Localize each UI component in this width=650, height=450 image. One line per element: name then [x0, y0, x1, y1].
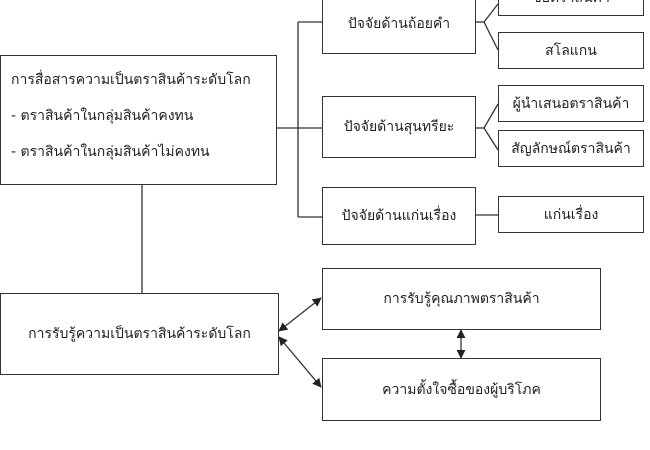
slogan-label: สโลแกน: [545, 42, 597, 59]
arrow-perception-intention: [278, 336, 322, 388]
brand-quality-perception-box: การรับรู้คุณภาพตราสินค้า: [322, 268, 601, 330]
brand-presenter-box: ผู้นำเสนอตราสินค้า: [498, 85, 644, 122]
wording-factor-label: ปัจจัยด้านถ้อยคำ: [347, 16, 451, 32]
brand-presenter-label: ผู้นำเสนอตราสินค้า: [512, 95, 630, 112]
connector-aesthetics-down: [483, 127, 499, 151]
core-factor-box: ปัจจัยด้านแก่นเรื่อง: [322, 187, 476, 245]
nondurable-goods-item: - ตราสินค้าในกลุ่มสินค้าไม่คงทน: [11, 144, 210, 160]
global-brand-perception-box: การรับรู้ความเป็นตราสินค้าระดับโลก: [0, 293, 279, 375]
slogan-box: สโลแกน: [498, 32, 644, 69]
durable-goods-item: - ตราสินค้าในกลุ่มสินค้าคงทน: [11, 108, 194, 124]
brand-name-label: ชื่อตราสินค้า: [532, 0, 610, 9]
brand-symbol-label: สัญลักษณ์ตราสินค้า: [511, 140, 631, 157]
connector-aesthetics-up: [483, 103, 499, 129]
global-brand-communication-box: การสื่อสารความเป็นตราสินค้าระดับโลก - ตร…: [0, 55, 277, 185]
connector-wording-down: [483, 21, 499, 51]
aesthetics-factor-label: ปัจจัยด้านสุนทรียะ: [343, 119, 455, 135]
brand-quality-perception-label: การรับรู้คุณภาพตราสินค้า: [383, 291, 540, 307]
brand-symbol-box: สัญลักษณ์ตราสินค้า: [498, 130, 644, 167]
brand-name-box: ชื่อตราสินค้า: [498, 0, 644, 16]
core-story-box: แก่นเรื่อง: [498, 196, 644, 233]
core-factor-label: ปัจจัยด้านแก่นเรื่อง: [341, 208, 457, 224]
arrow-perception-quality: [278, 297, 322, 332]
core-story-label: แก่นเรื่อง: [543, 206, 599, 223]
connector-wording-up: [483, 3, 499, 23]
wording-factor-box: ปัจจัยด้านถ้อยคำ: [322, 0, 476, 54]
global-brand-communication-title: การสื่อสารความเป็นตราสินค้าระดับโลก: [11, 72, 251, 88]
purchase-intention-label: ความตั้งใจซื้อของผู้บริโภค: [382, 381, 541, 398]
global-brand-perception-label: การรับรู้ความเป็นตราสินค้าระดับโลก: [28, 326, 251, 342]
purchase-intention-box: ความตั้งใจซื้อของผู้บริโภค: [322, 358, 601, 421]
aesthetics-factor-box: ปัจจัยด้านสุนทรียะ: [322, 96, 476, 158]
